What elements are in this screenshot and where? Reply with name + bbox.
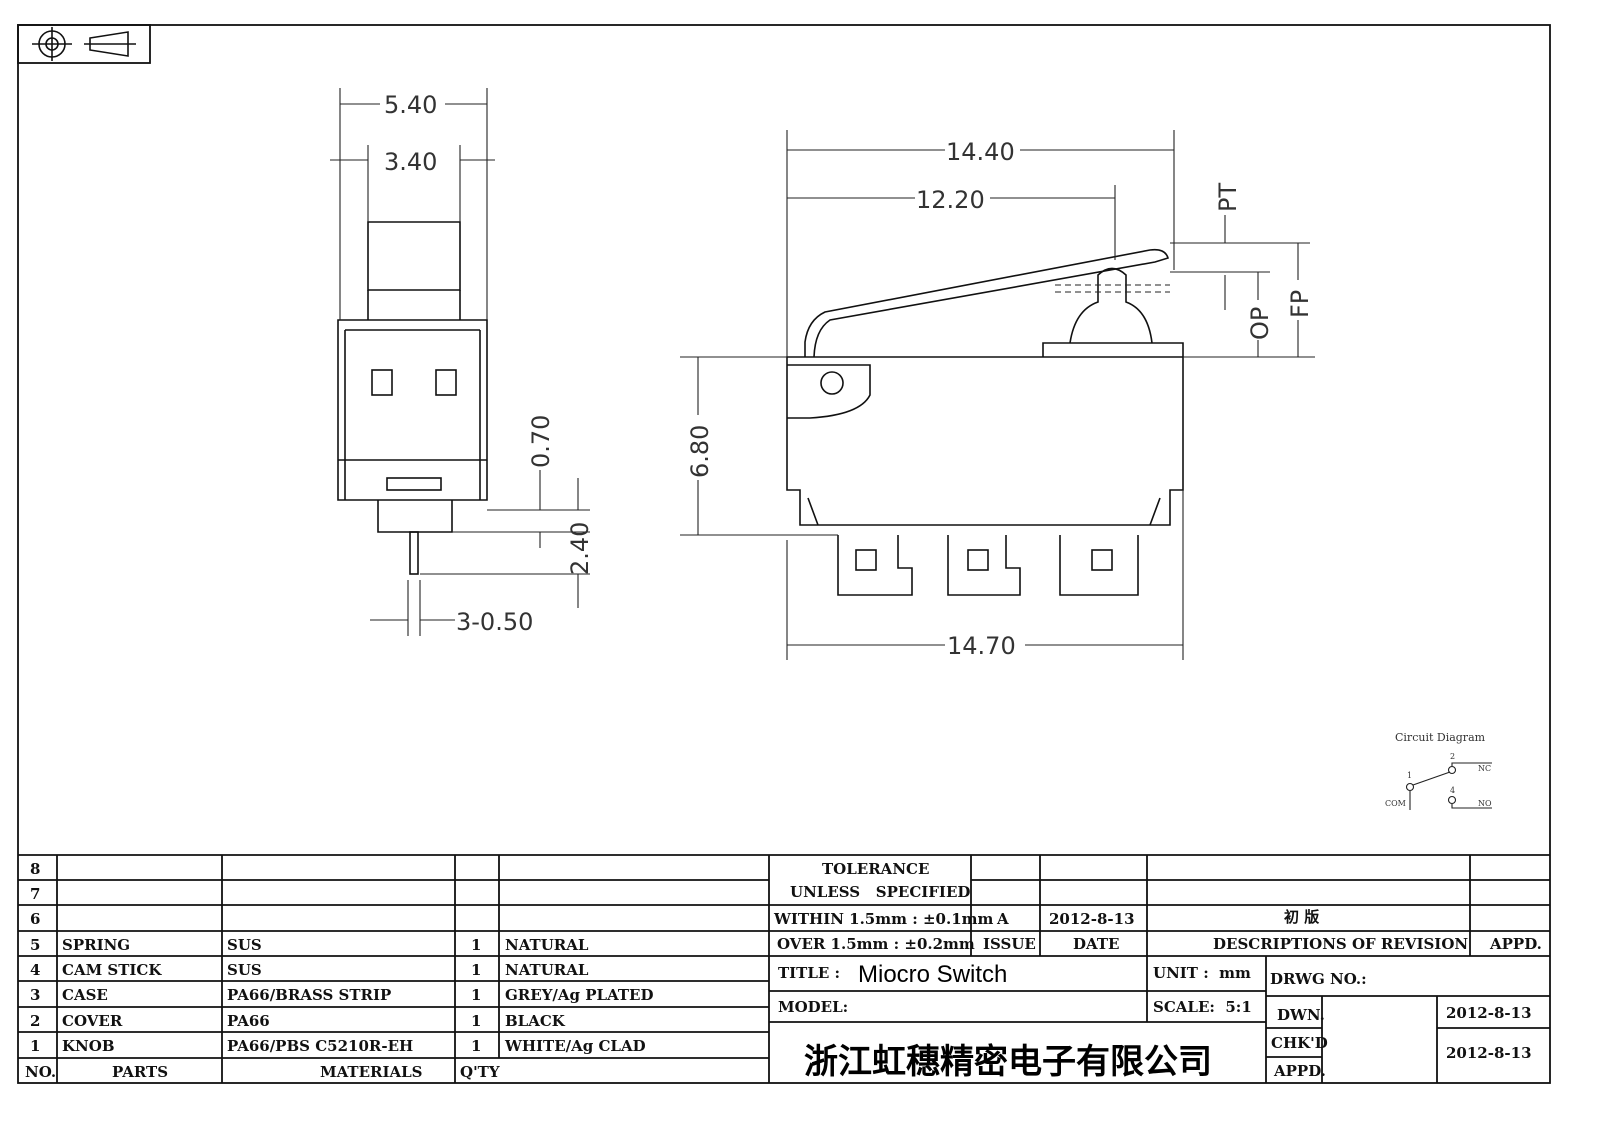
tolerance-subheading: UNLESS SPECIFIED xyxy=(790,883,970,901)
cell-finish: BLACK xyxy=(505,1012,566,1030)
cell-part: CASE xyxy=(62,986,108,1004)
cell-no: 3 xyxy=(30,986,40,1004)
dim-free-position: FP xyxy=(1286,290,1314,318)
header-qty: Q'TY xyxy=(460,1063,500,1081)
dim-pin-thickness: 3-0.50 xyxy=(456,608,533,636)
cell-qty: 1 xyxy=(471,936,481,954)
date-label: DATE xyxy=(1073,935,1119,953)
cell-finish: NATURAL xyxy=(505,961,589,979)
table-row: 1 KNOB PA66/PBS C5210R-EH 1 WHITE/Ag CLAD xyxy=(30,1037,646,1055)
cell-material: SUS xyxy=(227,936,262,954)
issue-label: ISSUE xyxy=(983,935,1036,953)
drawing-frame xyxy=(17,24,1551,1084)
tolerance-heading: TOLERANCE xyxy=(822,860,929,878)
circuit-diagram: Circuit Diagram 1 2 4 COM NC NO xyxy=(1385,731,1492,810)
approved-label: APPD. xyxy=(1273,1062,1326,1080)
cell-no: 1 xyxy=(30,1037,40,1055)
cell-qty: 1 xyxy=(471,986,481,1004)
side-view: 5.40 3.40 0.70 2.40 3-0.50 xyxy=(330,88,594,636)
dim-side-outer-width: 5.40 xyxy=(384,91,437,119)
front-view: 14.40 12.20 PT OP FP 6.80 14.70 xyxy=(680,130,1315,660)
projection-symbol-icon xyxy=(17,24,151,64)
com-label: COM xyxy=(1385,799,1406,808)
table-row: 2 COVER PA66 1 BLACK xyxy=(30,1012,566,1030)
cell-part: COVER xyxy=(62,1012,123,1030)
dim-pin-offset: 0.70 xyxy=(527,415,555,468)
cell-finish: GREY/Ag PLATED xyxy=(505,986,654,1004)
dim-pretravel: PT xyxy=(1214,183,1242,212)
unit-label: UNIT : mm xyxy=(1153,964,1251,982)
table-row: 8 xyxy=(30,860,40,878)
cell-qty: 1 xyxy=(471,961,481,979)
issue-value: A xyxy=(996,910,1009,928)
cell-material: PA66/PBS C5210R-EH xyxy=(227,1037,413,1055)
pin-1-label: 1 xyxy=(1407,771,1412,780)
header-no: NO. xyxy=(25,1063,56,1081)
dim-body-height: 6.80 xyxy=(686,425,714,478)
company-name: 浙江虹穗精密电子有限公司 xyxy=(804,1042,1212,1082)
cell-material: PA66 xyxy=(227,1012,270,1030)
no-label: NO xyxy=(1478,799,1492,808)
date-value: 2012-8-13 xyxy=(1049,910,1135,928)
checked-date: 2012-8-13 xyxy=(1446,1044,1532,1062)
cell-no: 4 xyxy=(30,961,40,979)
title-label: TITLE : xyxy=(778,964,840,982)
cell-part: SPRING xyxy=(62,936,130,954)
dim-lever-length: 14.40 xyxy=(946,138,1015,166)
cell-no: 8 xyxy=(30,860,40,878)
revision-label: DESCRIPTIONS OF REVISION xyxy=(1213,935,1468,953)
terminals xyxy=(837,535,1139,596)
appd-label: APPD. xyxy=(1489,935,1542,953)
drawn-date: 2012-8-13 xyxy=(1446,1004,1532,1022)
header-materials: MATERIALS xyxy=(320,1063,423,1081)
pin-4-label: 4 xyxy=(1450,786,1455,795)
dim-body-length: 14.70 xyxy=(947,632,1016,660)
circuit-title: Circuit Diagram xyxy=(1395,731,1486,744)
cell-qty: 1 xyxy=(471,1012,481,1030)
cell-part: KNOB xyxy=(62,1037,115,1055)
dim-actuator-position: 12.20 xyxy=(916,186,985,214)
cell-no: 5 xyxy=(30,936,40,954)
cell-finish: WHITE/Ag CLAD xyxy=(504,1037,646,1055)
drawn-label: DWN. xyxy=(1277,1006,1325,1024)
table-row: 5 SPRING SUS 1 NATURAL xyxy=(30,936,589,954)
cell-qty: 1 xyxy=(471,1037,481,1055)
nc-label: NC xyxy=(1478,764,1491,773)
dim-pin-length: 2.40 xyxy=(566,522,594,575)
scale-label: SCALE: 5:1 xyxy=(1153,998,1252,1016)
cell-finish: NATURAL xyxy=(505,936,589,954)
table-row: 6 xyxy=(30,910,40,928)
tolerance-within: WITHIN 1.5mm : ±0.1mm xyxy=(773,910,994,928)
drawing-title: Miocro Switch xyxy=(858,961,1007,988)
drawing-number-label: DRWG NO.: xyxy=(1270,970,1367,988)
cell-material: PA66/BRASS STRIP xyxy=(227,986,391,1004)
cell-no: 2 xyxy=(30,1012,40,1030)
dim-operating-position: OP xyxy=(1246,307,1274,340)
table-row: 7 xyxy=(30,885,40,903)
header-parts: PARTS xyxy=(112,1063,168,1081)
cell-part: CAM STICK xyxy=(62,961,162,979)
model-label: MODEL: xyxy=(778,998,848,1016)
cell-no: 6 xyxy=(30,910,40,928)
revision-value: 初 版 xyxy=(1284,908,1319,926)
cell-no: 7 xyxy=(30,885,40,903)
tolerance-over: OVER 1.5mm : ±0.2mm xyxy=(777,935,975,953)
cell-material: SUS xyxy=(227,961,262,979)
title-block: TOLERANCE UNLESS SPECIFIED WITHIN 1.5mm … xyxy=(769,855,1550,1083)
table-row: 3 CASE PA66/BRASS STRIP 1 GREY/Ag PLATED xyxy=(30,986,654,1004)
dim-side-inner-width: 3.40 xyxy=(384,148,437,176)
checked-label: CHK'D xyxy=(1271,1034,1328,1052)
table-row: 4 CAM STICK SUS 1 NATURAL xyxy=(30,961,589,979)
pin-2-label: 2 xyxy=(1450,752,1455,761)
